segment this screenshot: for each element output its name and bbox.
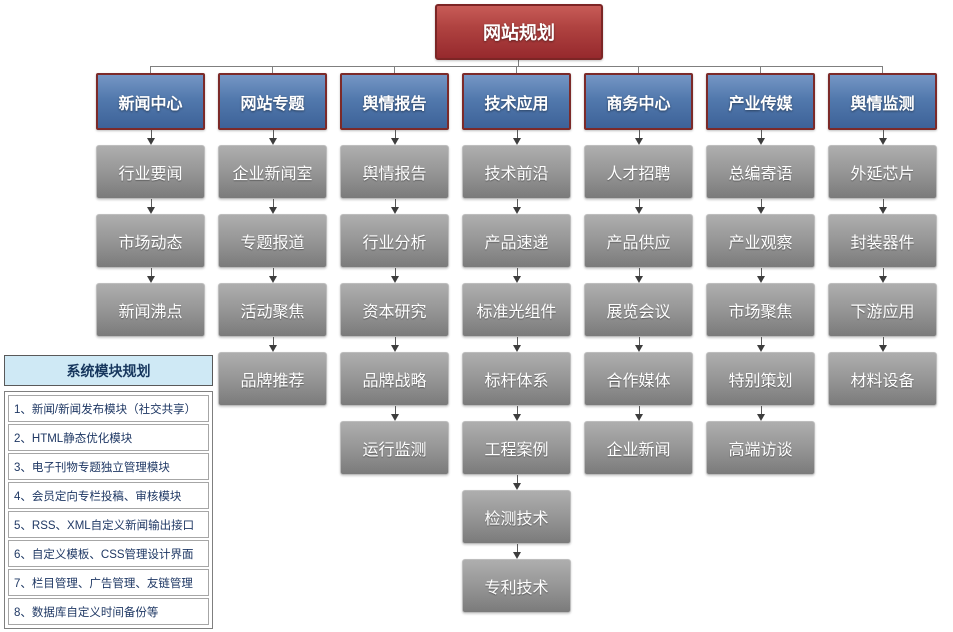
diagram-node: 市场聚焦 [706, 283, 815, 337]
diagram-node: 舆情报告 [340, 145, 449, 199]
down-arrow-icon [462, 199, 571, 214]
diagram-node: 品牌推荐 [218, 352, 327, 406]
diagram-node: 市场动态 [96, 214, 205, 268]
connector-stub [760, 66, 761, 73]
diagram-node: 活动聚焦 [218, 283, 327, 337]
side-panel-list: 1、新闻/新闻发布模块（社交共享） 2、HTML静态优化模块 3、电子刊物专题独… [4, 391, 213, 629]
down-arrow-icon [828, 268, 937, 283]
diagram-node: 标准光组件 [462, 283, 571, 337]
down-arrow-icon [462, 406, 571, 421]
diagram-node: 行业要闻 [96, 145, 205, 199]
down-arrow-icon [340, 130, 449, 145]
diagram-node: 企业新闻室 [218, 145, 327, 199]
down-arrow-icon [706, 199, 815, 214]
down-arrow-icon [96, 130, 205, 145]
diagram-node: 高端访谈 [706, 421, 815, 475]
connector-stub [150, 66, 151, 73]
diagram-node: 总编寄语 [706, 145, 815, 199]
down-arrow-icon [340, 268, 449, 283]
down-arrow-icon [584, 268, 693, 283]
root-node: 网站规划 [435, 4, 603, 60]
diagram-node: 产业观察 [706, 214, 815, 268]
down-arrow-icon [584, 199, 693, 214]
diagram-node: 企业新闻 [584, 421, 693, 475]
column-site-topics: 网站专题 企业新闻室 专题报道 活动聚焦 品牌推荐 [218, 73, 327, 406]
down-arrow-icon [828, 199, 937, 214]
column-header: 技术应用 [462, 73, 571, 130]
diagram-node: 封装器件 [828, 214, 937, 268]
down-arrow-icon [462, 475, 571, 490]
down-arrow-icon [828, 130, 937, 145]
diagram-node: 新闻沸点 [96, 283, 205, 337]
diagram-node: 特别策划 [706, 352, 815, 406]
connector-stub [516, 66, 517, 73]
down-arrow-icon [96, 199, 205, 214]
diagram-node: 人才招聘 [584, 145, 693, 199]
column-header: 新闻中心 [96, 73, 205, 130]
column-opinion-monitoring: 舆情监测 外延芯片 封装器件 下游应用 材料设备 [828, 73, 937, 406]
down-arrow-icon [584, 406, 693, 421]
diagram-node: 工程案例 [462, 421, 571, 475]
down-arrow-icon [584, 337, 693, 352]
down-arrow-icon [218, 268, 327, 283]
down-arrow-icon [340, 337, 449, 352]
column-header: 舆情监测 [828, 73, 937, 130]
connector-stub [882, 66, 883, 73]
column-header: 产业传媒 [706, 73, 815, 130]
down-arrow-icon [584, 130, 693, 145]
list-item: 8、数据库自定义时间备份等 [8, 598, 209, 625]
down-arrow-icon [462, 337, 571, 352]
connector-stub [638, 66, 639, 73]
diagram-node: 品牌战略 [340, 352, 449, 406]
down-arrow-icon [340, 199, 449, 214]
diagram-node: 专利技术 [462, 559, 571, 613]
diagram-node: 产品供应 [584, 214, 693, 268]
column-header: 商务中心 [584, 73, 693, 130]
diagram-node: 材料设备 [828, 352, 937, 406]
connector-stub [394, 66, 395, 73]
diagram-node: 标杆体系 [462, 352, 571, 406]
column-opinion-report: 舆情报告 舆情报告 行业分析 资本研究 品牌战略 运行监测 [340, 73, 449, 475]
diagram-node: 技术前沿 [462, 145, 571, 199]
diagram-node: 下游应用 [828, 283, 937, 337]
column-tech-application: 技术应用 技术前沿 产品速递 标准光组件 标杆体系 工程案例 检测技术 专利技术 [462, 73, 571, 613]
diagram-node: 运行监测 [340, 421, 449, 475]
list-item: 1、新闻/新闻发布模块（社交共享） [8, 395, 209, 422]
down-arrow-icon [218, 199, 327, 214]
diagram-node: 展览会议 [584, 283, 693, 337]
diagram-node: 行业分析 [340, 214, 449, 268]
down-arrow-icon [462, 130, 571, 145]
column-header: 舆情报告 [340, 73, 449, 130]
down-arrow-icon [706, 130, 815, 145]
connector-stub [272, 66, 273, 73]
column-industry-media: 产业传媒 总编寄语 产业观察 市场聚焦 特别策划 高端访谈 [706, 73, 815, 475]
diagram-node: 检测技术 [462, 490, 571, 544]
connector-root-stub [518, 60, 519, 66]
diagram-node: 外延芯片 [828, 145, 937, 199]
list-item: 2、HTML静态优化模块 [8, 424, 209, 451]
down-arrow-icon [828, 337, 937, 352]
diagram-node: 资本研究 [340, 283, 449, 337]
side-panel-title: 系统模块规划 [4, 355, 213, 386]
down-arrow-icon [462, 268, 571, 283]
down-arrow-icon [462, 544, 571, 559]
list-item: 7、栏目管理、广告管理、友链管理 [8, 569, 209, 596]
list-item: 5、RSS、XML自定义新闻输出接口 [8, 511, 209, 538]
column-business-center: 商务中心 人才招聘 产品供应 展览会议 合作媒体 企业新闻 [584, 73, 693, 475]
column-news-center: 新闻中心 行业要闻 市场动态 新闻沸点 [96, 73, 205, 337]
down-arrow-icon [218, 337, 327, 352]
down-arrow-icon [706, 337, 815, 352]
list-item: 4、会员定向专栏投稿、审核模块 [8, 482, 209, 509]
down-arrow-icon [96, 268, 205, 283]
down-arrow-icon [340, 406, 449, 421]
down-arrow-icon [218, 130, 327, 145]
diagram-node: 产品速递 [462, 214, 571, 268]
diagram-node: 专题报道 [218, 214, 327, 268]
list-item: 6、自定义模板、CSS管理设计界面 [8, 540, 209, 567]
list-item: 3、电子刊物专题独立管理模块 [8, 453, 209, 480]
down-arrow-icon [706, 406, 815, 421]
column-header: 网站专题 [218, 73, 327, 130]
diagram-node: 合作媒体 [584, 352, 693, 406]
down-arrow-icon [706, 268, 815, 283]
